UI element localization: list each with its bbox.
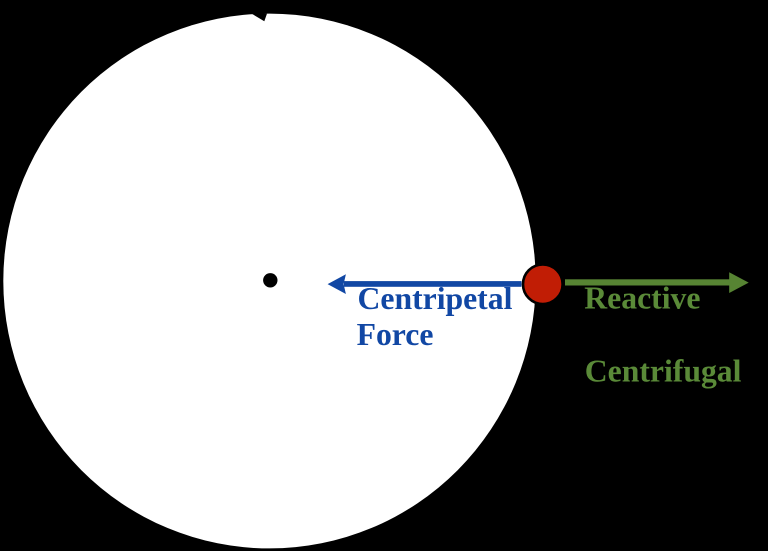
svg-text:Force: Force xyxy=(357,317,434,352)
svg-text:Reactive: Reactive xyxy=(584,281,700,316)
svg-text:Centrifugal: Centrifugal xyxy=(585,354,742,389)
svg-text:Centripetal: Centripetal xyxy=(358,281,513,316)
